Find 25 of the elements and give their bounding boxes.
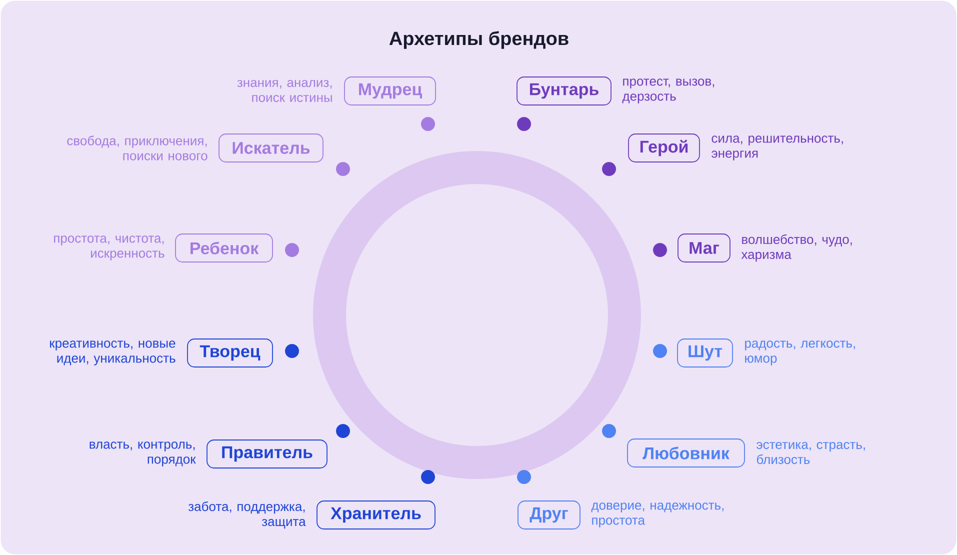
archetype-box: Творец [187,338,273,368]
archetype-box: Правитель [206,440,328,468]
archetype-box: Искатель [218,134,324,162]
trait-text: свобода, приключения, поиски нового [67,136,208,160]
trait-text: протест, вызов, дерзость [622,78,714,104]
trait-text: власть, контроль, порядок [90,442,196,466]
archetype-box: Любовник [627,438,745,468]
archetype-box: Хранитель [316,500,436,530]
archetype-box: Ребенок [175,234,273,262]
trait-text: волшебство, чудо, харизма [741,234,852,262]
trait-text: сила, решительность, энергия [712,136,843,160]
trait-text: знания, анализ, поиск истины [237,80,332,102]
archetype-box: Мудрец [344,76,436,106]
trait-text: креативность, новые идеи, уникальность [50,340,176,366]
archetype-box: Бунтарь [516,76,612,106]
title: Архетипы брендов [389,31,568,49]
trait-text: эстетика, страсть, близость [756,442,865,464]
archetype-box: Маг [678,234,730,262]
archetype-box: Герой [628,134,700,162]
archetype-box: Друг [518,500,580,530]
trait-text: радость, легкость, юмор [745,340,855,366]
trait-text: забота, поддержка, защита [188,501,306,529]
archetype-box: Шут [677,338,733,368]
trait-text: простота, чистота, искренность [54,236,164,260]
trait-text: доверие, надежность, простота [591,502,724,528]
